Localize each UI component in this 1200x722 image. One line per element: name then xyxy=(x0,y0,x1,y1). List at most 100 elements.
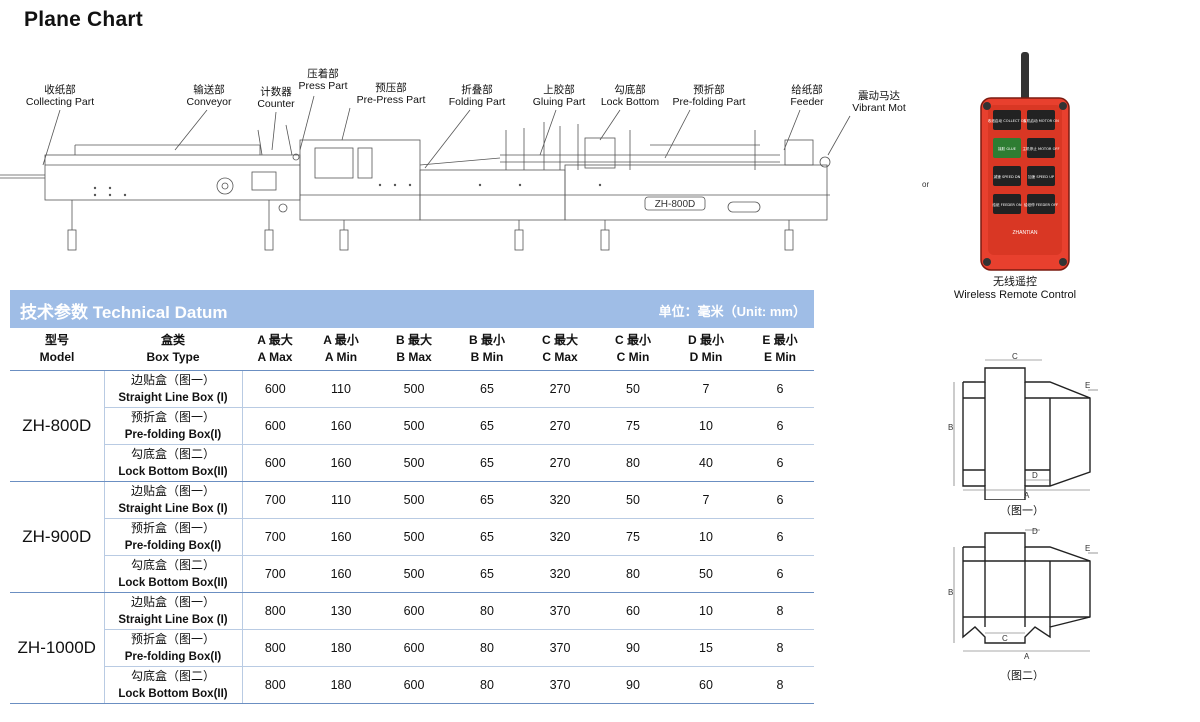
banner-title: 技术参数 Technical Datum xyxy=(20,303,228,322)
value-cell: 270 xyxy=(520,444,600,482)
value-cell: 6 xyxy=(746,555,814,593)
value-cell: 700 xyxy=(242,518,308,556)
dim-label-c: C xyxy=(1002,634,1008,643)
value-cell: 10 xyxy=(666,518,746,556)
table-row: 预折盒（图一）Pre-folding Box(I) 600 160 500 65… xyxy=(10,407,814,445)
dim-label-b: B xyxy=(948,423,953,432)
value-cell: 50 xyxy=(600,481,666,519)
value-cell: 500 xyxy=(374,555,454,593)
model-cell: ZH-1000D xyxy=(10,592,105,704)
value-cell: 160 xyxy=(308,444,374,482)
table-row: 勾底盒（图二）Lock Bottom Box(II) 700 160 500 6… xyxy=(10,555,814,593)
value-cell: 600 xyxy=(374,666,454,704)
box-type-cell: 勾底盒（图二）Lock Bottom Box(II) xyxy=(104,444,243,482)
value-cell: 90 xyxy=(600,666,666,704)
value-cell: 6 xyxy=(746,370,814,408)
value-cell: 80 xyxy=(600,555,666,593)
box-type-cell: 边贴盒（图一）Straight Line Box (I) xyxy=(104,592,243,630)
value-cell: 65 xyxy=(454,370,520,408)
remote-btn-6: 加速 SPEED UP xyxy=(1028,174,1055,179)
value-cell: 500 xyxy=(374,407,454,445)
box-type-cell: 预折盒（图一）Pre-folding Box(I) xyxy=(104,629,243,667)
value-cell: 370 xyxy=(520,629,600,667)
value-cell: 15 xyxy=(666,629,746,667)
remote-btn-4: 主机停止 MOTOR OFF xyxy=(1022,146,1059,151)
table-row: ZH-800D 边贴盒（图一）Straight Line Box (I) 600… xyxy=(10,370,814,482)
dim-label-a: A xyxy=(1024,491,1030,500)
value-cell: 75 xyxy=(600,518,666,556)
value-cell: 6 xyxy=(746,518,814,556)
page-title: Plane Chart xyxy=(24,8,143,31)
value-cell: 80 xyxy=(454,666,520,704)
box-diagram-fig2: B A C D E xyxy=(948,527,1098,661)
remote-btn-1: 收纸启动 COLLECT ON xyxy=(988,118,1027,123)
value-cell: 600 xyxy=(374,629,454,667)
table-row: ZH-900D 边贴盒（图一）Straight Line Box (I) 700… xyxy=(10,481,814,593)
value-cell: 370 xyxy=(520,666,600,704)
value-cell: 800 xyxy=(242,592,308,630)
table-row: 勾底盒（图二）Lock Bottom Box(II) 800 180 600 8… xyxy=(10,666,814,704)
dim-label-d: D xyxy=(1032,527,1038,536)
value-cell: 180 xyxy=(308,666,374,704)
value-cell: 65 xyxy=(454,555,520,593)
value-cell: 130 xyxy=(308,592,374,630)
remote-btn-2: 主机启动 MOTOR ON xyxy=(1023,118,1059,123)
remote-caption: 无线遥控 Wireless Remote Control xyxy=(953,276,1077,301)
value-cell: 160 xyxy=(308,518,374,556)
dim-label-b: B xyxy=(948,588,953,597)
value-cell: 500 xyxy=(374,370,454,408)
value-cell: 80 xyxy=(454,629,520,667)
value-cell: 65 xyxy=(454,518,520,556)
box-type-cell: 边贴盒（图一）Straight Line Box (I) xyxy=(104,370,243,408)
value-cell: 8 xyxy=(746,666,814,704)
fig2-caption: （图二） xyxy=(1000,670,1044,682)
value-cell: 60 xyxy=(666,666,746,704)
table-row: 勾底盒（图二）Lock Bottom Box(II) 600 160 500 6… xyxy=(10,444,814,482)
wireless-remote-image: 收纸启动 COLLECT ON 主机启动 MOTOR ON 接胶 GLUE 主机… xyxy=(980,52,1070,271)
value-cell: 600 xyxy=(242,370,308,408)
value-cell: 270 xyxy=(520,407,600,445)
dim-label-c: C xyxy=(1012,352,1018,361)
value-cell: 6 xyxy=(746,444,814,482)
banner-unit: 单位：毫米（Unit: mm） xyxy=(658,304,806,319)
box-diagram-fig1: C B A D E xyxy=(948,352,1098,500)
model-cell: ZH-800D xyxy=(10,370,105,482)
value-cell: 90 xyxy=(600,629,666,667)
value-cell: 270 xyxy=(520,370,600,408)
value-cell: 10 xyxy=(666,407,746,445)
table-row: ZH-1000D 边贴盒（图一）Straight Line Box (I) 80… xyxy=(10,592,814,704)
value-cell: 80 xyxy=(454,592,520,630)
value-cell: 10 xyxy=(666,592,746,630)
model-cell: ZH-900D xyxy=(10,481,105,593)
value-cell: 65 xyxy=(454,444,520,482)
value-cell: 50 xyxy=(600,370,666,408)
dim-label-d: D xyxy=(1032,471,1038,480)
value-cell: 700 xyxy=(242,555,308,593)
box-type-cell: 勾底盒（图二）Lock Bottom Box(II) xyxy=(104,555,243,593)
value-cell: 8 xyxy=(746,629,814,667)
value-cell: 500 xyxy=(374,518,454,556)
remote-brand: ZHANTIAN xyxy=(1013,230,1038,236)
separator-or: or xyxy=(922,180,930,189)
value-cell: 500 xyxy=(374,481,454,519)
value-cell: 180 xyxy=(308,629,374,667)
value-cell: 6 xyxy=(746,407,814,445)
